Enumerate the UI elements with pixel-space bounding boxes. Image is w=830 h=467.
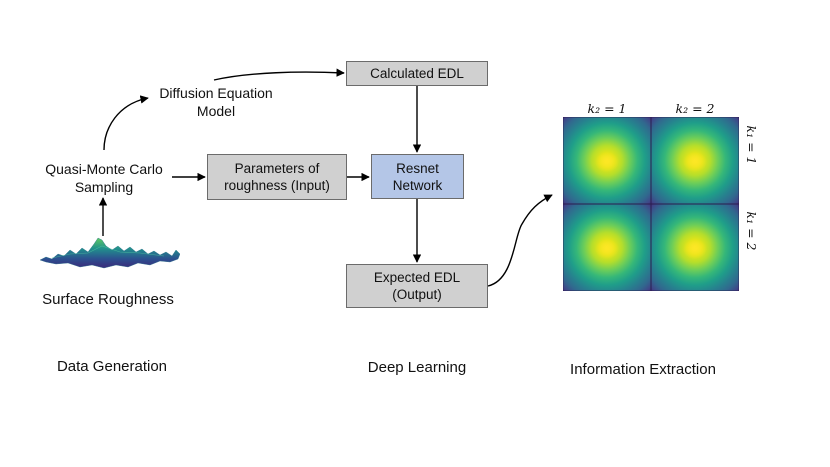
- resnet-network-box: Resnet Network: [371, 154, 464, 199]
- calculated-edl-box: Calculated EDL: [346, 61, 488, 86]
- heatmap-row-label-1: k₁ = 1: [744, 125, 759, 165]
- arrow-expected-to-heatmap: [487, 194, 553, 287]
- heatmap-col-label-1: k₂ = 1: [587, 101, 627, 116]
- section-title-information-extraction: Information Extraction: [570, 361, 716, 378]
- diffusion-equation-label: Diffusion Equation Model: [159, 85, 273, 119]
- section-title-data-generation: Data Generation: [56, 358, 168, 375]
- expected-edl-box: Expected EDL (Output): [346, 264, 488, 308]
- parameters-of-roughness-box: Parameters of roughness (Input): [207, 154, 347, 200]
- arrow-diffusion-to-edl: [213, 68, 345, 81]
- arrow-qmc-to-diffusion: [103, 95, 149, 151]
- surface-roughness-label: Surface Roughness: [42, 291, 174, 308]
- heatmap-row-label-2: k₁ = 2: [744, 211, 759, 251]
- edl-heatmap-grid: [563, 117, 739, 291]
- section-title-deep-learning: Deep Learning: [367, 359, 467, 376]
- heatmap-col-label-2: k₂ = 2: [675, 101, 715, 116]
- surface-roughness-image: [40, 237, 180, 269]
- qmc-sampling-label: Quasi-Monte Carlo Sampling: [45, 161, 163, 195]
